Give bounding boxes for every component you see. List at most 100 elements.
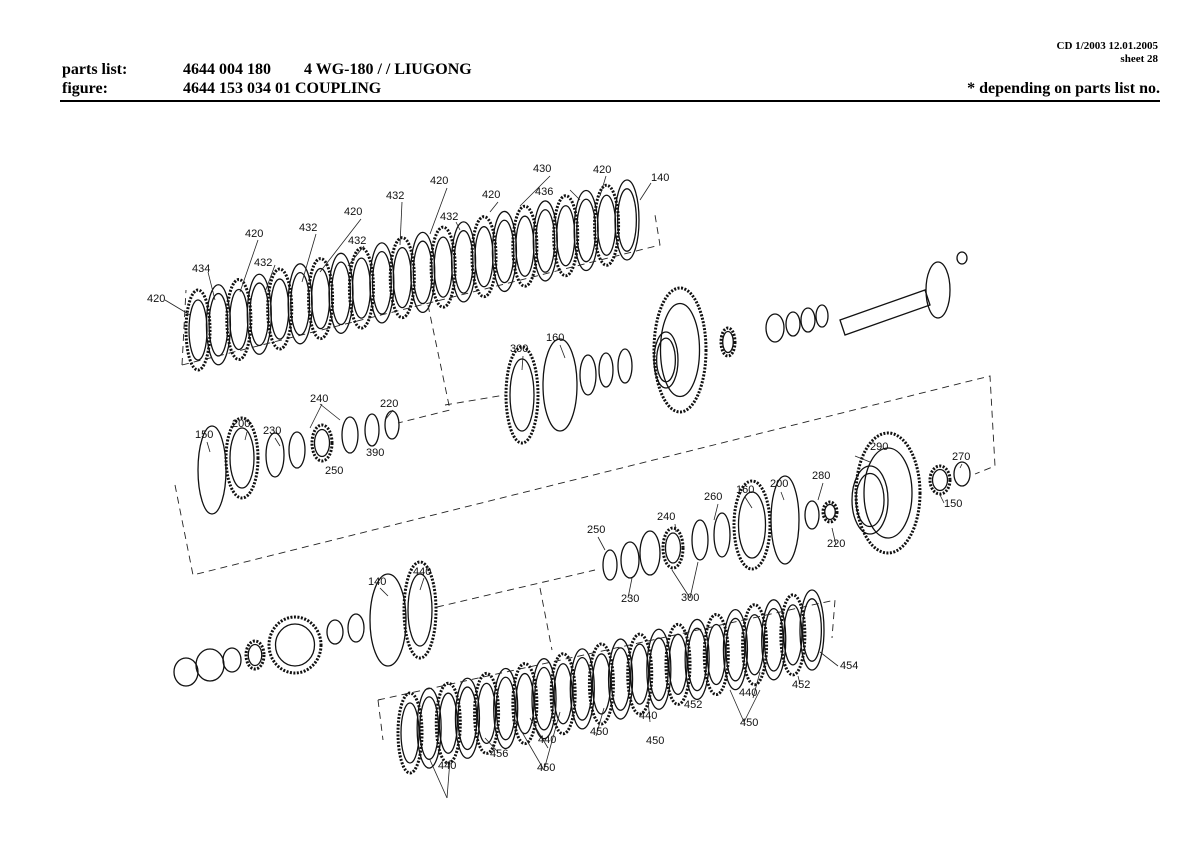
ring-part [639,530,661,576]
leader-line [599,175,607,197]
steel-plate [851,465,889,535]
steel-plate [569,648,595,730]
assembly-line [181,214,661,366]
steel-plate [799,589,825,671]
leader-line [484,737,499,753]
steel-plate [646,628,672,710]
leader-line [780,491,785,501]
assembly-line [436,569,596,608]
ring-part [691,519,709,561]
callout-label: 230 [263,425,281,437]
friction-disk [626,632,654,716]
friction-disk [504,345,540,445]
callout-label: 390 [366,447,384,459]
callout-label: 420 [344,206,362,218]
leader-line [309,403,323,429]
ring-part [542,338,578,432]
document-meta: CD 1/2003 12.01.2005 sheet 28 [1057,40,1158,66]
leader-line [639,182,652,201]
callout-label: 432 [440,211,458,223]
leader-line [595,707,605,737]
leader-line [446,759,451,799]
leader-line [674,523,677,533]
steel-plate [531,658,557,740]
callout-label: 280 [812,470,830,482]
ring-part [804,500,820,530]
parts-list-label: parts list: [62,61,128,78]
leader-line [689,561,699,599]
leader-line [429,759,448,799]
leader-line [399,201,403,246]
sheet-number: sheet 28 [1120,53,1158,65]
ring-part [953,461,971,487]
ring-part [800,307,816,333]
callout-label: 230 [621,593,639,605]
steel-plate [684,618,710,701]
leader-line [519,175,551,207]
friction-disk [549,652,577,736]
ring-part [785,311,801,337]
leader-line [164,299,191,316]
leader-line [379,587,389,597]
leader-line [301,233,317,283]
leader-line [207,271,216,301]
callout-label: 160 [736,484,754,496]
ring-part [369,573,407,667]
friction-disk [224,416,260,500]
leader-line [429,187,448,235]
callout-label: 452 [684,699,702,711]
leader-line [854,455,871,463]
callout-label: 140 [651,172,669,184]
callout-label: 260 [704,491,722,503]
callout-label: 240 [310,393,328,405]
friction-disk [473,671,501,755]
leader-line [744,496,753,509]
callout-label: 420 [593,164,611,176]
friction-disk [928,464,952,496]
leader-line [319,218,362,273]
assembly-line [397,304,451,424]
assembly-line [539,587,553,651]
ring-part [341,416,359,454]
ring-part [765,313,785,343]
leader-line [206,441,211,453]
parts-list-description: 4 WG-180 / / LIUGONG [304,61,472,78]
callout-label: 160 [546,332,564,344]
ring-part [364,413,380,447]
steel-plate [493,667,519,750]
leader-line [597,536,606,551]
ring-part [617,348,633,384]
callout-label: 240 [657,511,675,523]
callout-label: 440 [538,734,556,746]
ring-part [770,475,800,565]
callout-label: 150 [195,429,213,441]
leader-line [939,494,945,504]
leader-line [569,189,581,201]
callout-label: 250 [325,465,343,477]
friction-disk [244,639,266,671]
callout-label: 432 [386,190,404,202]
leader-line [244,431,248,441]
steel-plate [607,638,634,720]
callout-label: 420 [430,175,448,187]
header-rule [60,100,1160,102]
friction-disk [511,662,539,746]
friction-disk [741,603,769,687]
ring-part [602,549,618,581]
steel-plate [653,331,679,389]
callout-label: 140 [368,576,386,588]
leader-line [543,711,561,771]
steel-plate [454,677,481,759]
leader-line [239,239,259,293]
callout-label: 432 [348,235,366,247]
callout-label: 440 [413,566,431,578]
callout-label: 450 [537,762,555,774]
ring-part [173,657,199,687]
ring-part [956,251,968,265]
callout-label: 300 [510,343,528,355]
ring-part [347,613,365,643]
callout-label: 440 [639,710,657,722]
leader-line [455,221,461,231]
friction-disk [702,613,730,697]
leader-line [264,264,276,293]
